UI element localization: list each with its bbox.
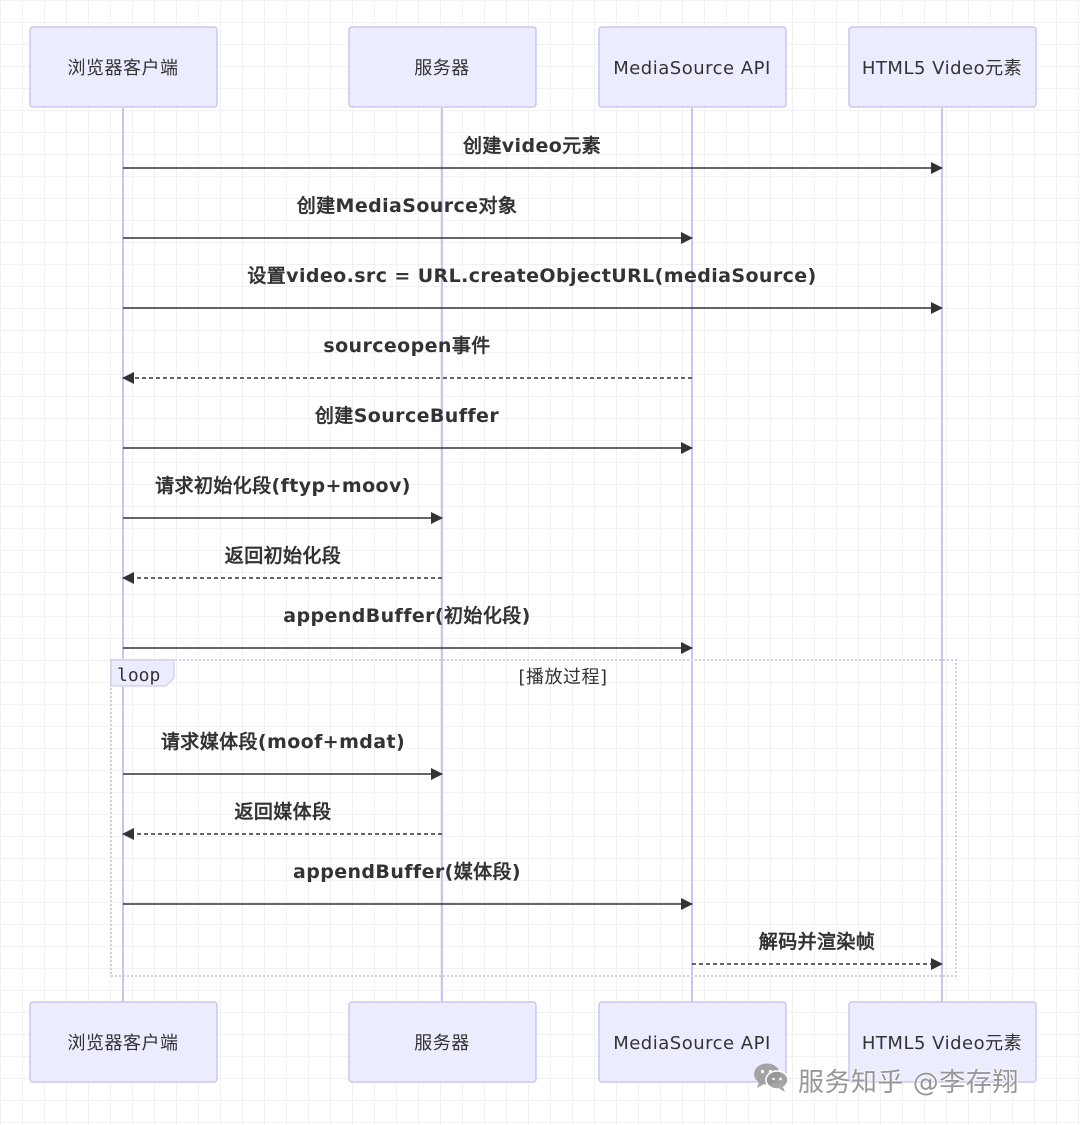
message-decode-render: 解码并渲染帧 (692, 930, 943, 970)
wechat-icon (752, 1061, 790, 1100)
actor-browser-top: 浏览器客户端 (29, 26, 218, 108)
actor-label: HTML5 Video元素 (862, 58, 1022, 79)
message-request-init: 请求初始化段(ftyp+moov) (123, 474, 443, 524)
message-return-media: 返回媒体段 (122, 800, 442, 840)
message-return-init: 返回初始化段 (122, 544, 442, 584)
actors-top: 浏览器客户端 服务器 MediaSource API HTML5 Video元素 (29, 26, 1037, 108)
actors-bottom: 浏览器客户端 服务器 MediaSource API HTML5 Video元素 (29, 1001, 1037, 1083)
message-label: 请求媒体段(moof+mdat) (161, 730, 405, 753)
loop-tab (110, 659, 175, 687)
message-set-src: 设置video.src = URL.createObjectURL(mediaS… (123, 265, 943, 314)
message-request-media: 请求媒体段(moof+mdat) (123, 730, 443, 780)
message-label: 创建MediaSource对象 (296, 194, 518, 217)
actor-video-bottom: HTML5 Video元素 (848, 1001, 1037, 1083)
message-create-video: 创建video元素 (123, 134, 943, 174)
loop-condition: [播放过程] (518, 667, 607, 688)
message-label: 请求初始化段(ftyp+moov) (155, 474, 411, 497)
message-sourceopen: sourceopen事件 (122, 334, 692, 384)
actor-label: 浏览器客户端 (68, 1033, 179, 1054)
actor-browser-bottom: 浏览器客户端 (29, 1001, 218, 1083)
actor-mse-top: MediaSource API (598, 26, 787, 108)
actor-label: 浏览器客户端 (68, 58, 179, 79)
actor-label: MediaSource API (613, 1033, 771, 1054)
loop-frame-border (110, 659, 957, 977)
actor-label: HTML5 Video元素 (862, 1033, 1022, 1054)
message-label: sourceopen事件 (323, 334, 490, 357)
message-label: 创建video元素 (462, 134, 601, 157)
actor-server-bottom: 服务器 (348, 1001, 537, 1083)
lifelines (122, 108, 943, 1002)
actor-label: 服务器 (414, 1033, 470, 1054)
actor-server-top: 服务器 (348, 26, 537, 108)
actor-label: MediaSource API (613, 58, 771, 79)
message-append-init: appendBuffer(初始化段) (123, 604, 693, 654)
message-create-mediasource: 创建MediaSource对象 (123, 194, 693, 244)
message-label: appendBuffer(初始化段) (283, 604, 530, 627)
watermark-text: 服务知乎 @李存翔 (798, 1067, 1019, 1098)
message-label: 返回初始化段 (225, 544, 342, 567)
loop-label: loop (117, 665, 160, 686)
message-label: 创建SourceBuffer (314, 404, 499, 427)
message-append-media: appendBuffer(媒体段) (123, 860, 693, 910)
message-label: 返回媒体段 (234, 800, 332, 823)
message-create-sourcebuffer: 创建SourceBuffer (123, 404, 693, 454)
watermark: 服务知乎 @李存翔 (752, 1062, 1019, 1098)
message-label: 设置video.src = URL.createObjectURL(mediaS… (247, 265, 816, 287)
message-label: appendBuffer(媒体段) (293, 860, 521, 883)
actor-label: 服务器 (414, 58, 470, 79)
actor-mse-bottom: MediaSource API (598, 1001, 787, 1083)
loop-frame: loop [播放过程] (110, 659, 957, 977)
actor-video-top: HTML5 Video元素 (848, 26, 1037, 108)
messages: 创建video元素 创建MediaSource对象 设置video.src = … (122, 134, 943, 970)
message-label: 解码并渲染帧 (759, 930, 875, 953)
